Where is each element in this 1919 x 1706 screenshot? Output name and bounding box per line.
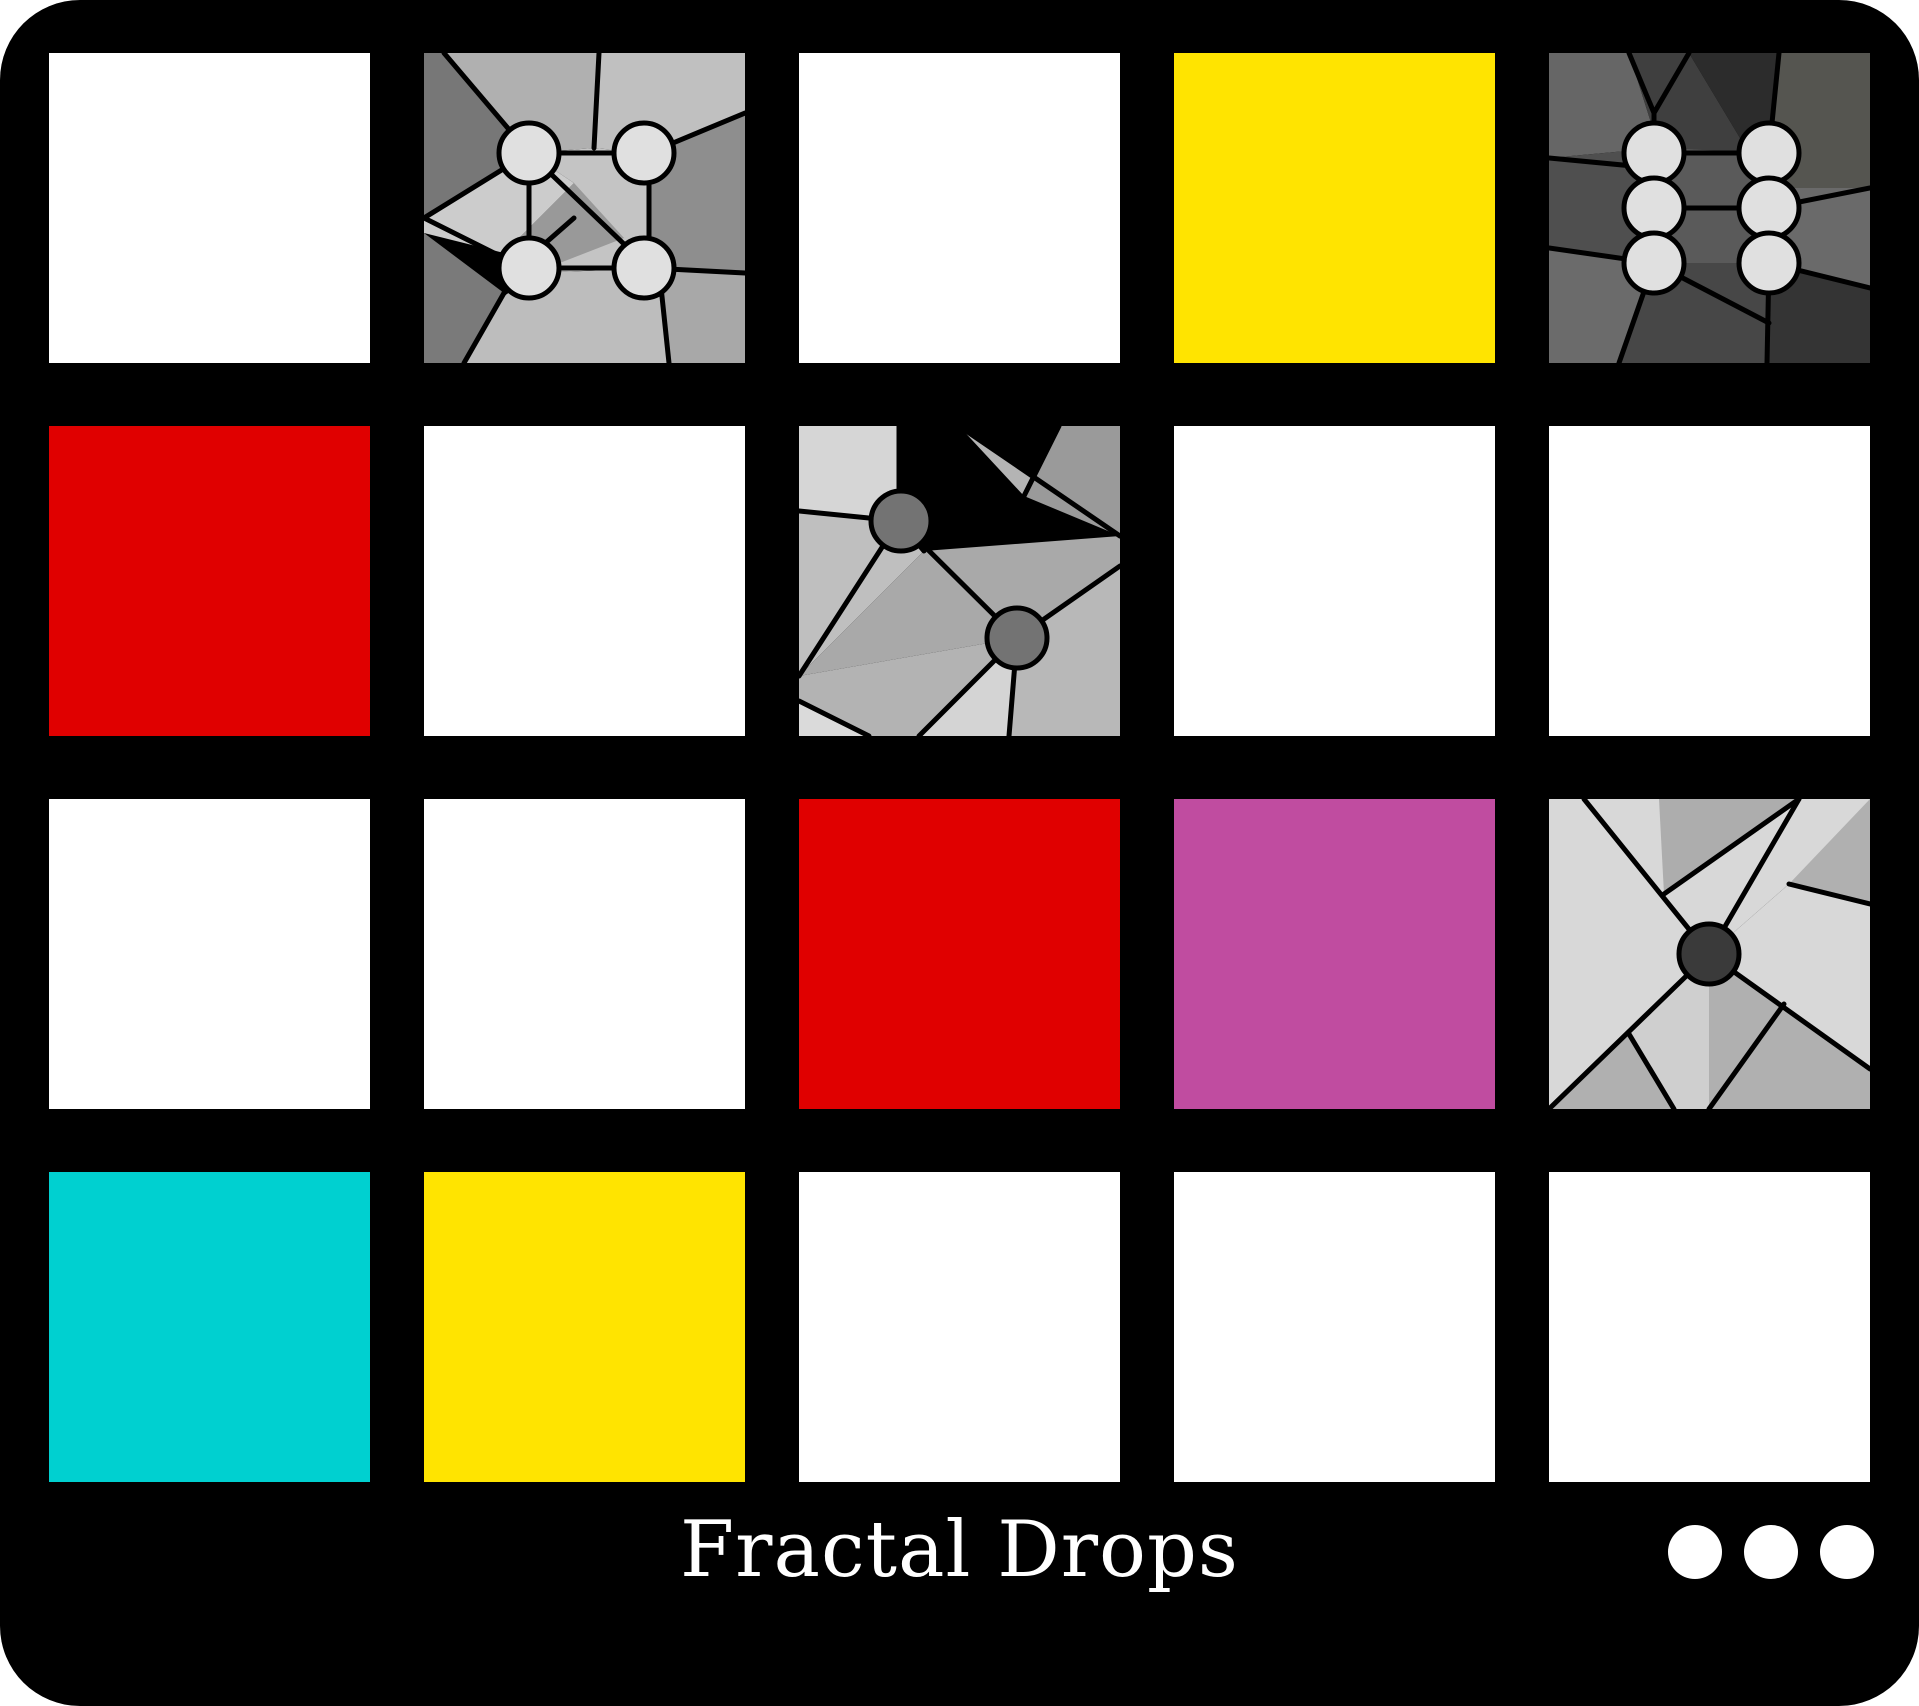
more-dots-icon	[1820, 1525, 1874, 1579]
tile-red[interactable]	[49, 426, 370, 736]
drop-node-icon	[496, 120, 562, 186]
drop-node-icon	[1736, 230, 1802, 296]
tile-empty[interactable]	[424, 426, 745, 736]
tile-node-4[interactable]	[424, 53, 745, 363]
tile-magenta[interactable]	[1174, 799, 1495, 1109]
drop-node-icon	[1736, 175, 1802, 241]
drop-node-icon	[611, 235, 677, 301]
game-title: Fractal Drops	[680, 1505, 1239, 1595]
tile-node-2[interactable]	[799, 426, 1120, 736]
drop-node-icon	[1676, 921, 1742, 987]
tile-yellow[interactable]	[424, 1172, 745, 1482]
tile-empty[interactable]	[799, 1172, 1120, 1482]
tile-empty[interactable]	[799, 53, 1120, 363]
more-dots-icon	[1744, 1525, 1798, 1579]
fractal-pattern-icon	[424, 53, 745, 363]
tile-yellow[interactable]	[1174, 53, 1495, 363]
more-dots-icon	[1668, 1525, 1722, 1579]
tile-red[interactable]	[799, 799, 1120, 1109]
tile-grid	[49, 53, 1871, 1483]
fractal-pattern-icon	[1549, 799, 1870, 1109]
fractal-pattern-icon	[1549, 53, 1870, 363]
tile-empty[interactable]	[1549, 426, 1870, 736]
drop-node-icon	[1621, 230, 1687, 296]
tile-empty[interactable]	[424, 799, 745, 1109]
drop-node-icon	[611, 120, 677, 186]
drop-node-icon	[868, 488, 934, 554]
tile-empty[interactable]	[1174, 426, 1495, 736]
tile-empty[interactable]	[1174, 1172, 1495, 1482]
drop-node-icon	[1621, 175, 1687, 241]
drop-node-icon	[496, 235, 562, 301]
tile-node-1[interactable]	[1549, 799, 1870, 1109]
fractal-pattern-icon	[799, 426, 1120, 736]
tile-node-6[interactable]	[1549, 53, 1870, 363]
drop-node-icon	[1736, 120, 1802, 186]
drop-node-icon	[1621, 120, 1687, 186]
tile-empty[interactable]	[49, 799, 370, 1109]
tile-empty[interactable]	[49, 53, 370, 363]
drop-node-icon	[984, 605, 1050, 671]
tile-cyan[interactable]	[49, 1172, 370, 1482]
tile-empty[interactable]	[1549, 1172, 1870, 1482]
more-menu-button[interactable]	[1668, 1524, 1874, 1580]
